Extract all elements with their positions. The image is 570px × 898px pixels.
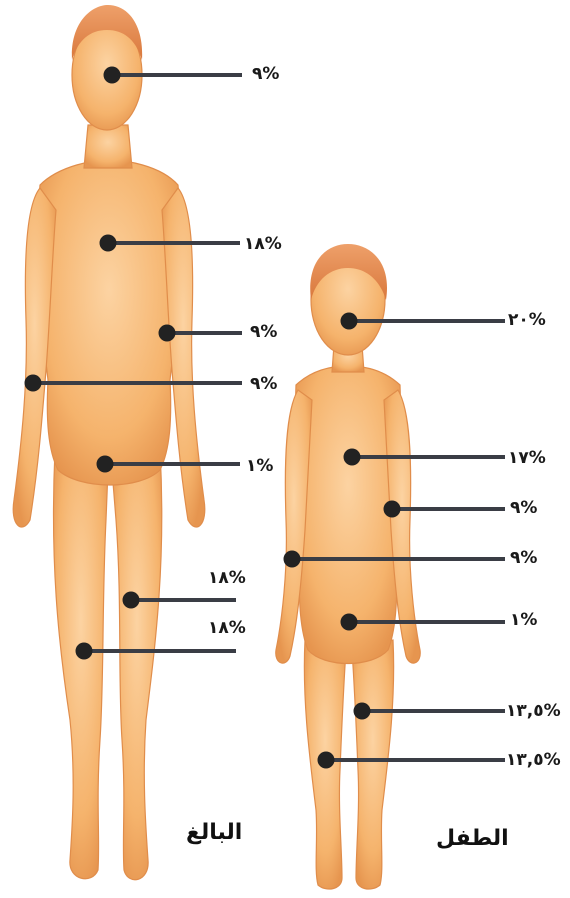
adult-arm-right-marker-dot — [25, 375, 42, 392]
child-leg-marker-dot — [318, 752, 335, 769]
adult-right-leg — [112, 450, 162, 880]
child-head-label: %٢٠ — [508, 312, 546, 329]
adult-thigh-marker-dot — [123, 592, 140, 609]
child-leg-label: %١٣,٥ — [506, 752, 561, 769]
adult-groin-marker-dot — [97, 456, 114, 473]
child-arm-right-label: %٩ — [510, 550, 537, 567]
child-chest-marker-dot — [344, 449, 361, 466]
child-caption: الطفل — [436, 828, 509, 850]
adult-neck — [84, 125, 132, 168]
adult-arm-left-marker-dot — [159, 325, 176, 342]
adult-groin-label: %١ — [246, 458, 273, 475]
adult-leg-marker-dot — [76, 643, 93, 660]
child-chest-label: %١٧ — [508, 450, 546, 467]
adult-thigh-label: %١٨ — [208, 570, 246, 587]
adult-head-label: %٩ — [252, 66, 279, 83]
child-figure — [276, 245, 420, 889]
child-arm-left-marker-dot — [384, 501, 401, 518]
adult-head-marker-dot — [104, 67, 121, 84]
child-head-marker-dot — [341, 313, 358, 330]
adult-figure — [13, 20, 205, 880]
child-thigh-marker-dot — [354, 703, 371, 720]
child-right-leg — [352, 640, 394, 889]
adult-left-leg — [53, 450, 108, 879]
adult-caption: البالغ — [186, 822, 242, 844]
child-thigh-label: %١٣,٥ — [506, 703, 561, 720]
child-arm-right-marker-dot — [284, 551, 301, 568]
adult-chest-label: %١٨ — [244, 236, 282, 253]
child-groin-label: %١ — [510, 612, 537, 629]
adult-chest-marker-dot — [100, 235, 117, 252]
child-arm-left-label: %٩ — [510, 500, 537, 517]
adult-torso — [38, 160, 180, 485]
adult-leg-label: %١٨ — [208, 620, 246, 637]
child-groin-marker-dot — [341, 614, 358, 631]
adult-arm-left-label: %٩ — [250, 324, 277, 341]
adult-arm-right-label: %٩ — [250, 376, 277, 393]
